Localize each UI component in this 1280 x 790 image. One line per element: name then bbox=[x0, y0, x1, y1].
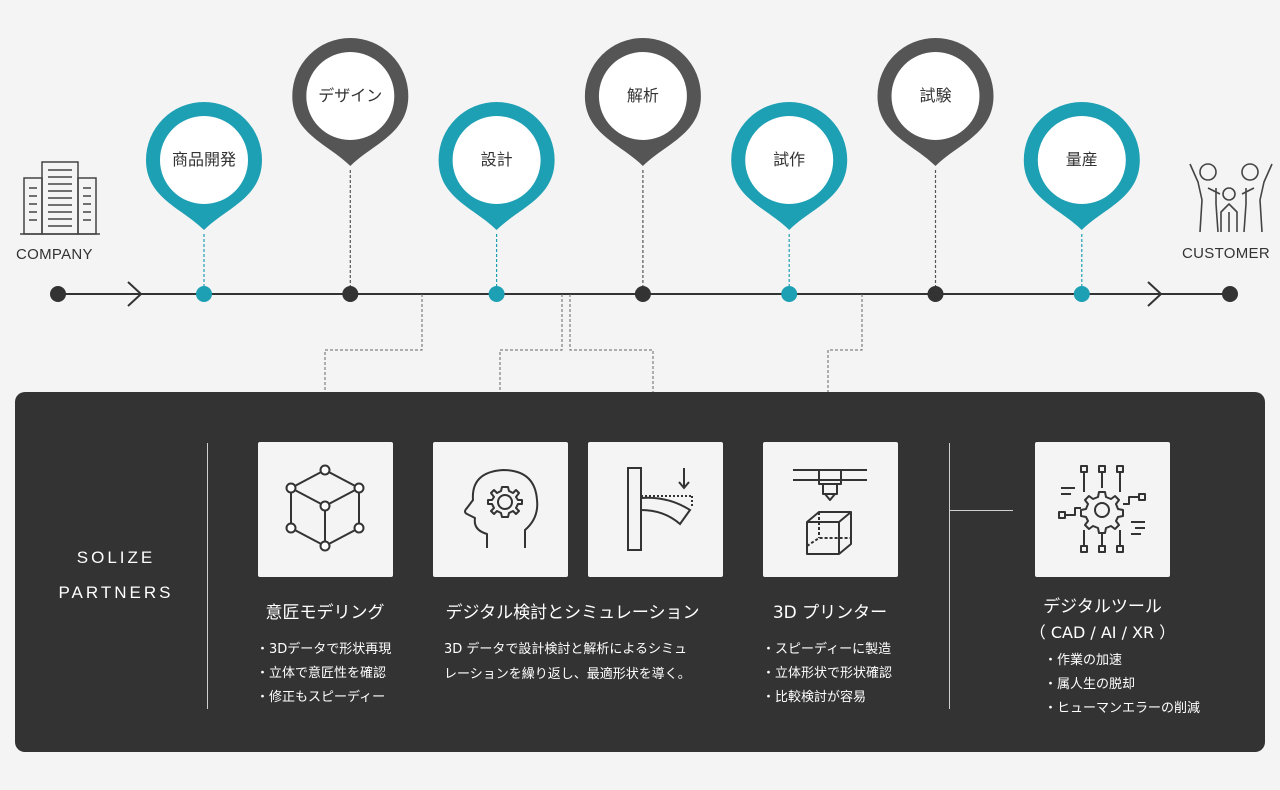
list-item: 立体形状で形状確認 bbox=[762, 662, 892, 686]
list-item: 作業の加速 bbox=[1044, 649, 1200, 673]
service-bullets-3d-printer: スピーディーに製造 立体形状で形状確認 比較検討が容易 bbox=[762, 638, 892, 710]
list-item: 属人生の脱却 bbox=[1044, 673, 1200, 697]
pin-center bbox=[452, 116, 541, 204]
service-card-digital-tools bbox=[1035, 442, 1170, 577]
timeline-dot bbox=[781, 286, 798, 302]
list-item: 3Dデータで形状再現 bbox=[256, 638, 391, 662]
desc-line-1: 3D データで設計検討と解析によるシミュ bbox=[444, 642, 688, 657]
stage-label: 商品開発 bbox=[171, 150, 236, 169]
pin-center bbox=[891, 52, 980, 140]
timeline-dot bbox=[927, 286, 944, 302]
pin-center bbox=[745, 116, 834, 204]
circuit-gear-icon bbox=[1058, 465, 1146, 553]
stage-label: 量産 bbox=[1065, 150, 1098, 169]
stage-label: デザイン bbox=[318, 86, 383, 105]
stage-pin bbox=[438, 102, 555, 302]
divider-connector bbox=[949, 510, 1013, 511]
tools-bullets: 作業の加速 属人生の脱却 ヒューマンエラーの削減 bbox=[1044, 649, 1200, 721]
stage-label: 試作 bbox=[773, 150, 806, 169]
service-title-3d-printer: 3D プリンター bbox=[772, 603, 888, 623]
timeline-dot bbox=[634, 286, 651, 302]
pin-center bbox=[306, 52, 395, 140]
desc-line-2: レーションを繰り返し、最適形状を導く。 bbox=[444, 667, 691, 682]
pin-center bbox=[160, 116, 248, 204]
brand-line-2: PARTNERS bbox=[58, 583, 174, 602]
stage-pin bbox=[877, 37, 994, 302]
company-label: COMPANY bbox=[16, 246, 93, 263]
divider-right bbox=[949, 443, 950, 709]
connector-lines bbox=[324, 294, 863, 430]
service-bullets-modeling: 3Dデータで形状再現 立体で意匠性を確認 修正もスピーディー bbox=[256, 638, 391, 710]
service-card-3d-printer bbox=[763, 442, 898, 577]
people-icon bbox=[1189, 163, 1273, 233]
cube-icon bbox=[285, 464, 365, 552]
arrow-right-icon bbox=[127, 281, 143, 307]
brand-label: SOLIZE PARTNERS bbox=[40, 540, 192, 610]
stage-pin bbox=[292, 37, 409, 302]
arrow-right-icon bbox=[1147, 281, 1163, 307]
timeline-dot bbox=[196, 286, 212, 302]
list-item: 修正もスピーディー bbox=[256, 686, 391, 710]
timeline-end-dot bbox=[1222, 286, 1238, 302]
service-desc-digital-study: 3D データで設計検討と解析によるシミュ レーションを繰り返し、最適形状を導く。 bbox=[444, 637, 724, 687]
service-card-simulation bbox=[588, 442, 723, 577]
timeline-start-dot bbox=[50, 286, 66, 302]
list-item: 比較検討が容易 bbox=[762, 686, 892, 710]
process-flow-diagram bbox=[50, 37, 1238, 437]
printer-icon bbox=[793, 469, 867, 555]
timeline-dot bbox=[1073, 286, 1090, 302]
list-item: 立体で意匠性を確認 bbox=[256, 662, 391, 686]
head-gear-icon bbox=[464, 469, 539, 548]
service-card-modeling bbox=[258, 442, 393, 577]
service-title-modeling: 意匠モデリング bbox=[265, 603, 385, 623]
deflection-icon bbox=[627, 467, 693, 551]
building-icon bbox=[20, 161, 100, 235]
divider-left bbox=[207, 443, 208, 709]
stage-pin bbox=[1023, 101, 1140, 302]
service-card-digital-study bbox=[433, 442, 568, 577]
stage-pin bbox=[731, 102, 848, 302]
stage-label: 試験 bbox=[919, 86, 952, 105]
customer-label: CUSTOMER bbox=[1182, 245, 1270, 262]
stage-pin bbox=[584, 37, 701, 302]
timeline-dot bbox=[342, 286, 359, 302]
timeline-dot bbox=[488, 286, 505, 302]
list-item: スピーディーに製造 bbox=[762, 638, 892, 662]
stage-pin bbox=[146, 102, 262, 302]
list-item: ヒューマンエラーの削減 bbox=[1044, 697, 1200, 721]
tools-title: デジタルツール （ CAD / AI / XR ） bbox=[1015, 594, 1190, 646]
stage-label: 解析 bbox=[626, 86, 659, 105]
service-title-digital-study: デジタル検討とシミュレーション bbox=[445, 603, 700, 623]
pin-center bbox=[1037, 116, 1126, 204]
tools-title-line-2: （ CAD / AI / XR ） bbox=[1029, 623, 1176, 642]
brand-line-1: SOLIZE bbox=[76, 548, 156, 567]
pin-center bbox=[598, 52, 687, 140]
stage-label: 設計 bbox=[480, 150, 513, 169]
tools-title-line-1: デジタルツール bbox=[1043, 597, 1162, 617]
